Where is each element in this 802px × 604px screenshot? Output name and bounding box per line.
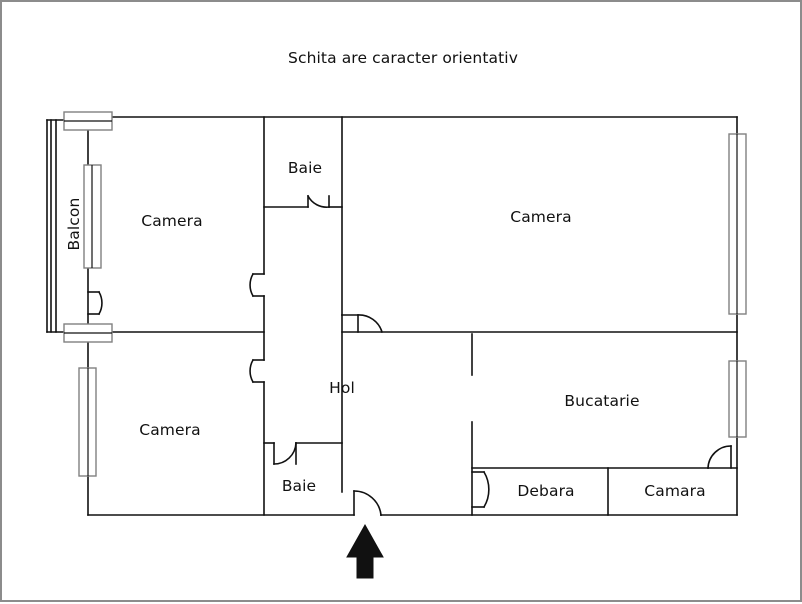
door-arc-entrance <box>353 490 382 516</box>
page-title: Schita are caracter orientativ <box>288 49 518 67</box>
door-arc-camera-bl <box>249 358 255 384</box>
door-arc-camara <box>707 445 732 469</box>
door-arc-debara <box>482 470 490 509</box>
entrance-arrow-icon <box>346 523 384 579</box>
room-label-balcon: Balcon <box>65 197 83 251</box>
door-arc-balcon <box>97 290 103 316</box>
room-label-baie-top: Baie <box>287 159 323 177</box>
door-arc-baie-top <box>306 194 330 208</box>
door-arc-camera-tl <box>249 272 255 298</box>
room-label-camera-bottom-left: Camera <box>139 421 201 439</box>
room-label-camera-top-right: Camera <box>510 208 572 226</box>
windows-group <box>63 111 747 477</box>
door-arc-camera-tr <box>357 314 383 333</box>
room-label-baie-bottom: Baie <box>281 477 317 495</box>
room-label-debara: Debara <box>517 482 575 500</box>
room-label-hol: Hol <box>329 379 355 397</box>
room-label-camera-top-left: Camera <box>141 212 203 230</box>
room-label-camara: Camara <box>644 482 706 500</box>
walls-group <box>46 116 738 516</box>
room-label-bucatarie: Bucatarie <box>564 392 640 410</box>
door-arc-baie-bottom <box>273 442 297 465</box>
